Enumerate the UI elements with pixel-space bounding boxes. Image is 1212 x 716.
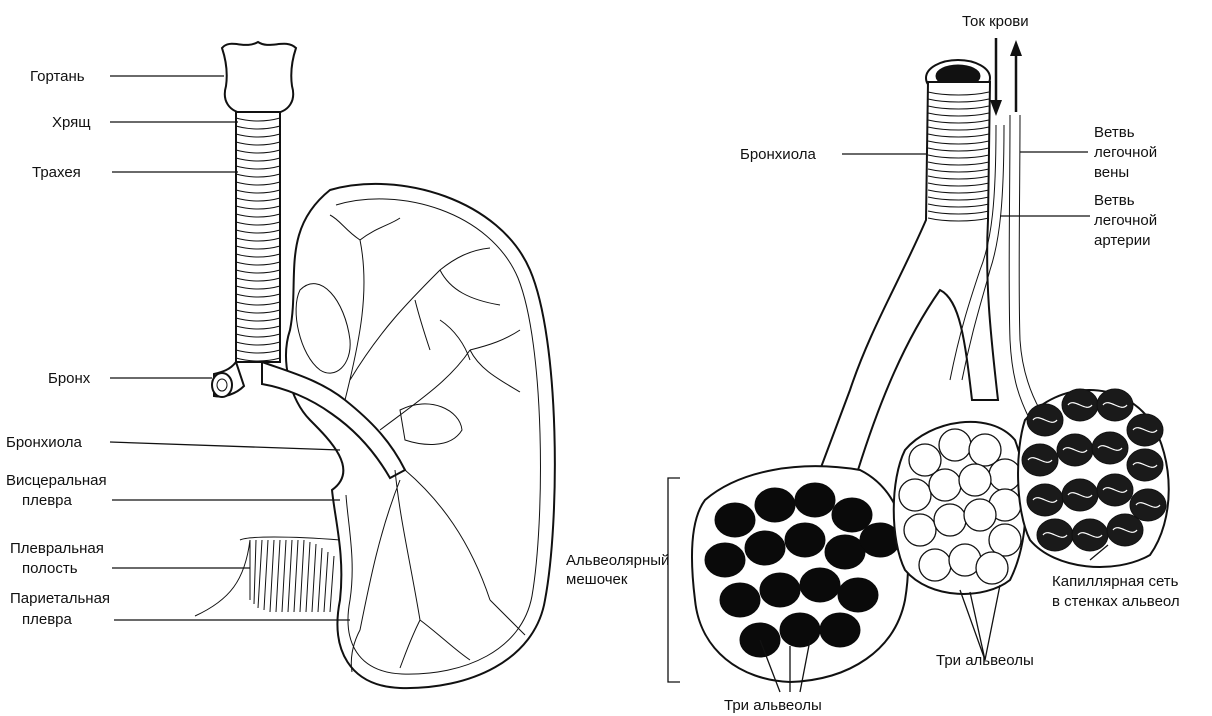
trachea-tube (236, 112, 280, 362)
label-bronchiole-right: Бронхиола (740, 146, 816, 163)
dark-alveolus (780, 613, 820, 647)
dark-alveolus (832, 498, 872, 532)
dark-alveolus (760, 573, 800, 607)
label-larynx: Гортань (30, 68, 85, 85)
dark-alveolus (795, 483, 835, 517)
label-artery-branch-2: легочной (1094, 212, 1157, 229)
bronchus-opening (212, 373, 232, 397)
pulmonary-vein-branch-inner (1019, 115, 1040, 410)
label-alveolar-sac-1: Альвеолярный (566, 552, 669, 569)
pleural-cavity-hatch (250, 540, 334, 612)
dark-alveolus (705, 543, 745, 577)
label-parietal-pleura-1: Париетальная (10, 590, 110, 607)
label-visceral-pleura-1: Висцеральная (6, 472, 107, 489)
light-alveolus (929, 469, 961, 501)
bronchiole-tube (820, 82, 998, 470)
light-alveolus (959, 464, 991, 496)
dark-alveolus (745, 531, 785, 565)
larynx (222, 42, 296, 114)
dark-alveolus (820, 613, 860, 647)
label-vein-branch-2: легочной (1094, 144, 1157, 161)
label-bronchiole-left: Бронхиола (6, 434, 82, 451)
label-visceral-pleura-2: плевра (22, 492, 73, 509)
label-capillary-net-1: Капиллярная сеть (1052, 573, 1179, 590)
dark-alveolus (785, 523, 825, 557)
light-alveolus (939, 429, 971, 461)
lung-outline (286, 184, 555, 688)
left-figure (195, 42, 555, 688)
label-artery-branch-3: артерии (1094, 232, 1151, 249)
blood-flow-arrowhead-down (990, 100, 1002, 116)
dark-alveolus (838, 578, 878, 612)
leader-bronchiole-left (110, 442, 340, 450)
dark-alveolus (720, 583, 760, 617)
label-cartilage: Хрящ (52, 114, 91, 131)
label-alveolar-sac-2: мешочек (566, 571, 628, 588)
label-pleural-cavity-1: Плевральная (10, 540, 104, 557)
light-alveolus (976, 552, 1008, 584)
leader-three-alveoli-middle (960, 585, 1000, 660)
label-trachea: Трахея (32, 164, 81, 181)
label-three-alveoli-middle: Три альвеолы (936, 652, 1034, 669)
labels: Гортань Хрящ Трахея Бронх Бронхиола Висц… (6, 13, 1180, 714)
light-alveolus (934, 504, 966, 536)
light-alveolus (899, 479, 931, 511)
label-blood-flow: Ток крови (962, 13, 1029, 30)
label-bronchus: Бронх (48, 370, 91, 387)
label-artery-branch-1: Ветвь (1094, 192, 1135, 209)
label-parietal-pleura-2: плевра (22, 611, 73, 628)
label-vein-branch-3: вены (1094, 164, 1129, 181)
blood-flow-arrowhead-up (1010, 40, 1022, 56)
label-vein-branch-1: Ветвь (1094, 124, 1135, 141)
label-pleural-cavity-2: полость (22, 560, 78, 577)
light-alveolus (904, 514, 936, 546)
dark-alveolus (800, 568, 840, 602)
label-three-alveoli-bottom: Три альвеолы (724, 697, 822, 714)
light-alveolus (989, 459, 1021, 491)
dark-alveolus (755, 488, 795, 522)
dark-alveolus (825, 535, 865, 569)
light-alveolus (964, 499, 996, 531)
label-capillary-net-2: в стенках альвеол (1052, 593, 1180, 610)
light-alveolus (989, 524, 1021, 556)
light-alveolus (919, 549, 951, 581)
alveolar-sac-bracket (668, 478, 680, 682)
dark-alveolus (715, 503, 755, 537)
